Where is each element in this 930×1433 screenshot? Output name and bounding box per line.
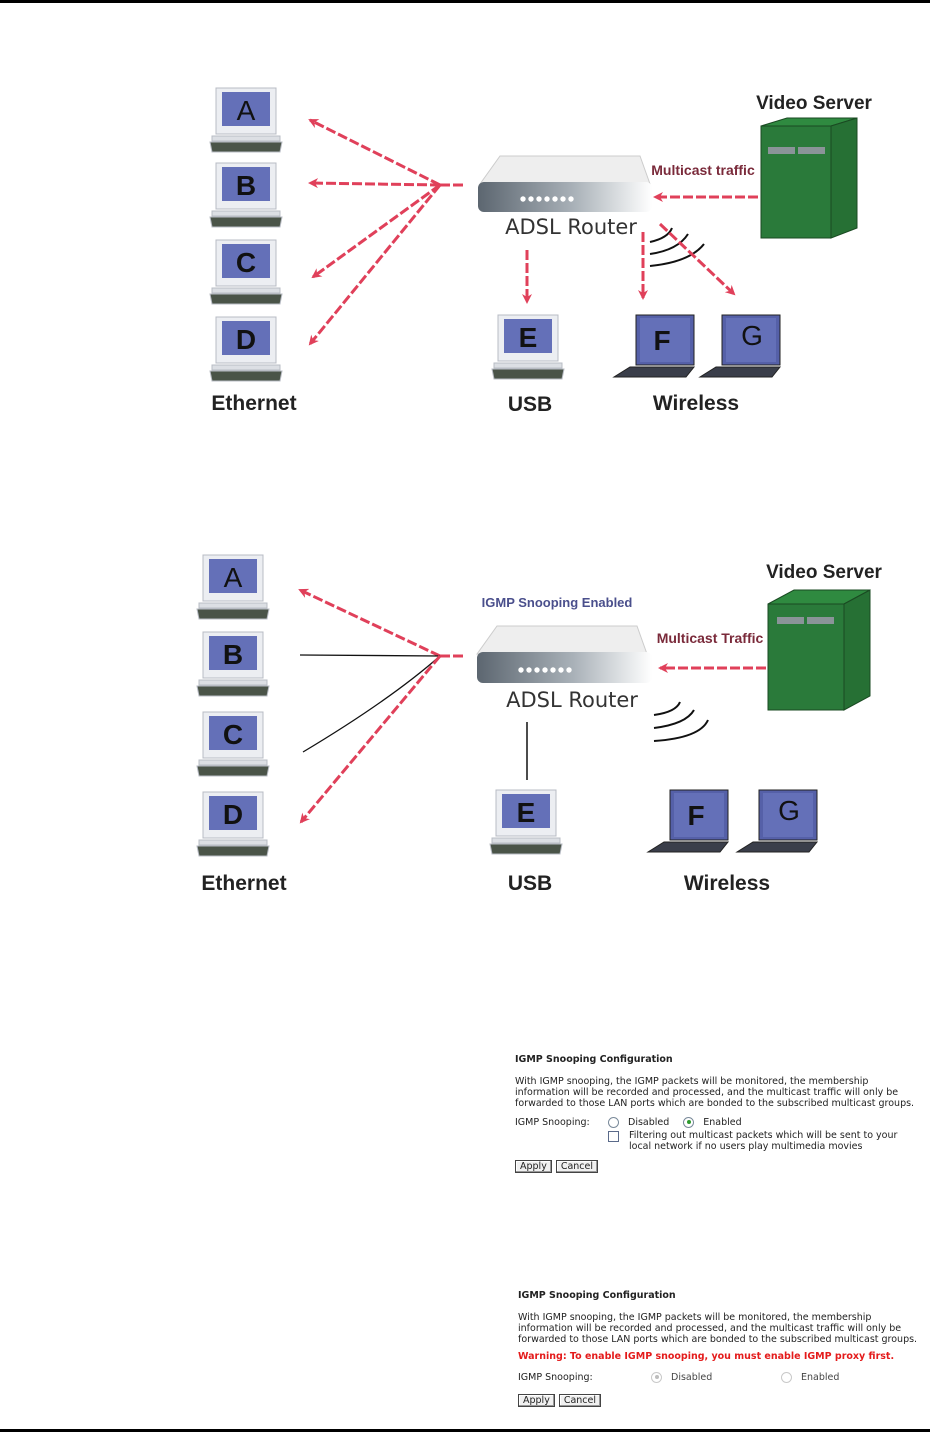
ethernet-label: Ethernet <box>211 392 296 415</box>
multicast-arrows-ethernet <box>308 118 463 346</box>
radio-option-enabled[interactable]: Enabled <box>781 1371 840 1383</box>
host-letter: C <box>223 719 243 750</box>
radio-disabled[interactable] <box>651 1371 662 1383</box>
wireless-waves-icon <box>649 227 705 267</box>
page-bottom-rule <box>0 1429 930 1432</box>
usb-label: USB <box>508 393 552 416</box>
radio-option-enabled[interactable]: Enabled <box>683 1116 742 1128</box>
router-label: ADSL Router <box>506 688 638 712</box>
host-f: F <box>646 789 730 853</box>
config-title: IGMP Snooping Configuration <box>518 1290 676 1301</box>
link-to-c <box>302 655 441 753</box>
igmp-snooping-row: IGMP Snooping: Disabled Enabled <box>515 1115 925 1129</box>
igmp-config-panel-proxy-required: IGMP Snooping Configuration With IGMP sn… <box>518 1290 924 1407</box>
host-c: C <box>209 239 283 305</box>
host-letter: A <box>224 562 243 593</box>
igmp-snooping-row: IGMP Snooping: Disabled Enabled <box>518 1370 924 1384</box>
arrow-to-d <box>299 655 442 824</box>
video-server-label: Video Server <box>766 562 882 583</box>
host-letter: E <box>519 322 538 353</box>
radio-disabled[interactable] <box>608 1116 619 1128</box>
multicast-traffic-label: Multicast traffic <box>651 162 755 178</box>
radio-enabled[interactable] <box>781 1371 792 1383</box>
igmp-snooping-label: IGMP Snooping: <box>515 1116 590 1128</box>
host-letter: B <box>223 639 243 670</box>
page-top-rule <box>0 0 930 3</box>
host-letter: D <box>223 799 243 830</box>
cancel-button[interactable]: Cancel <box>558 1394 602 1407</box>
host-letter: F <box>653 325 670 356</box>
video-server <box>767 589 871 711</box>
igmp-snooping-enabled-tag: IGMP Snooping Enabled <box>482 595 633 610</box>
radio-enabled[interactable] <box>683 1116 695 1128</box>
host-letter: G <box>778 795 800 826</box>
arrow-to-g <box>658 222 736 296</box>
config-buttons: Apply Cancel <box>518 1394 924 1407</box>
config-buttons: Apply Cancel <box>515 1160 925 1173</box>
video-server <box>760 117 858 239</box>
config-title: IGMP Snooping Configuration <box>515 1054 673 1065</box>
host-a: A <box>209 87 283 153</box>
host-a: A <box>196 554 270 620</box>
video-server-label: Video Server <box>756 93 872 114</box>
filter-option-row: Filtering out multicast packets which wi… <box>608 1130 925 1152</box>
apply-button[interactable]: Apply <box>518 1394 555 1407</box>
wireless-label: Wireless <box>684 872 770 895</box>
radio-option-disabled[interactable]: Disabled <box>651 1371 771 1383</box>
host-b: B <box>196 631 270 697</box>
host-letter: G <box>741 320 763 351</box>
host-letter: B <box>236 170 256 201</box>
igmp-snooping-label: IGMP Snooping: <box>518 1371 593 1383</box>
adsl-router <box>478 155 652 212</box>
arrow-to-c <box>311 183 441 279</box>
radio-enabled-label: Enabled <box>703 1116 742 1128</box>
host-c: C <box>196 711 270 777</box>
adsl-router <box>476 625 652 683</box>
diagram-multicast-without-snooping: A B C D ADSL Rou <box>0 80 930 425</box>
ethernet-label: Ethernet <box>201 872 286 895</box>
radio-disabled-label: Disabled <box>671 1371 713 1383</box>
filter-multicast-checkbox[interactable] <box>608 1131 619 1142</box>
host-e: E <box>491 314 565 380</box>
link-to-b <box>299 654 441 657</box>
cancel-button[interactable]: Cancel <box>555 1160 599 1173</box>
host-e: E <box>489 789 563 855</box>
config-description: With IGMP snooping, the IGMP packets wil… <box>518 1312 918 1345</box>
arrow-to-a <box>298 588 441 658</box>
arrow-to-d <box>308 184 442 346</box>
config-description: With IGMP snooping, the IGMP packets wil… <box>515 1076 915 1109</box>
radio-option-disabled[interactable]: Disabled <box>608 1116 670 1128</box>
host-letter: E <box>517 797 536 828</box>
router-label: ADSL Router <box>505 215 637 239</box>
multicast-traffic-label: Multicast Traffic <box>657 630 764 646</box>
host-d: D <box>196 791 270 857</box>
arrow-to-a <box>308 118 441 187</box>
diagram-multicast-with-snooping: A B C D IGMP Snooping Enabled <box>0 550 930 900</box>
filter-multicast-label: Filtering out multicast packets which wi… <box>629 1130 898 1152</box>
host-f: F <box>612 314 696 378</box>
host-d: D <box>209 316 283 382</box>
host-g: G <box>735 789 819 853</box>
host-g: G <box>698 314 782 378</box>
wireless-label: Wireless <box>653 392 739 415</box>
radio-disabled-label: Disabled <box>628 1116 670 1128</box>
host-letter: F <box>687 800 704 831</box>
host-b: B <box>209 162 283 228</box>
host-letter: A <box>237 95 256 126</box>
wireless-waves-icon <box>653 701 709 742</box>
igmp-config-panel-enabled: IGMP Snooping Configuration With IGMP sn… <box>515 1054 925 1173</box>
arrow-to-b <box>308 178 441 189</box>
radio-enabled-label: Enabled <box>801 1371 840 1383</box>
host-letter: D <box>236 324 256 355</box>
apply-button[interactable]: Apply <box>515 1160 552 1173</box>
host-letter: C <box>236 247 256 278</box>
usb-label: USB <box>508 872 552 895</box>
proxy-warning: Warning: To enable IGMP snooping, you mu… <box>518 1351 895 1362</box>
links-ethernet <box>298 588 463 824</box>
